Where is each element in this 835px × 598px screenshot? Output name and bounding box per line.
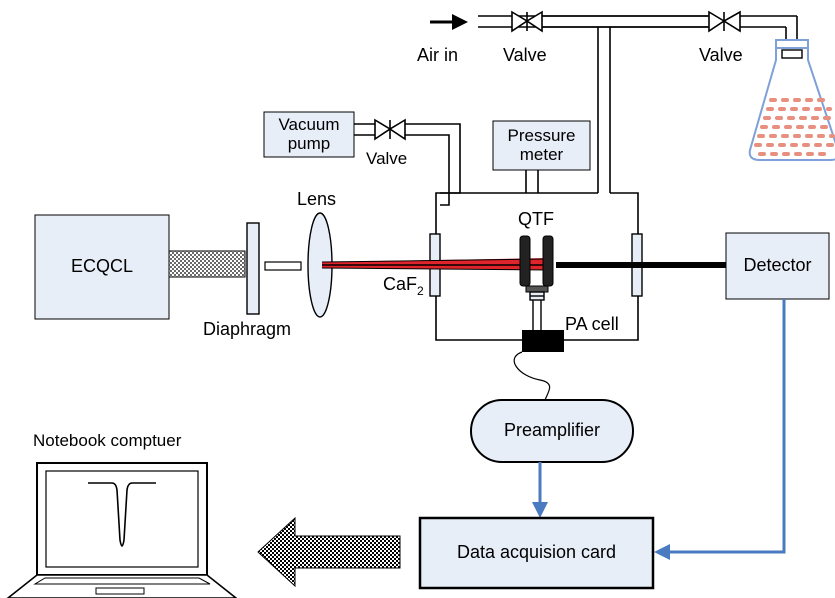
valve-label: Valve xyxy=(366,149,408,168)
vacuum-pump-label: Vacuum pump xyxy=(278,114,340,153)
microphone-block xyxy=(522,330,564,352)
hatched-arrow-icon xyxy=(257,516,401,588)
data-card-box xyxy=(418,516,655,590)
detector-box xyxy=(725,232,830,300)
laptop-icon xyxy=(6,462,238,598)
diaphragm-aperture xyxy=(264,261,302,271)
detector-label: Detector xyxy=(743,255,812,276)
lens-label: Lens xyxy=(297,189,337,209)
preamplifier-label: Preamplifier xyxy=(503,420,601,441)
diaphragm-plate xyxy=(246,222,260,315)
pa-cell-stand xyxy=(529,291,545,330)
qtf-icon xyxy=(519,235,554,293)
air-in-label: Air in xyxy=(417,45,459,65)
valve-icon xyxy=(708,10,741,33)
air-in-arrow-icon xyxy=(430,14,468,30)
focused-laser-beam xyxy=(321,258,549,271)
ecqcl-box xyxy=(34,214,170,320)
valve-icon xyxy=(374,118,406,141)
vacuum-pump-box xyxy=(263,111,355,158)
diaphragm-label: Diaphragm xyxy=(203,319,292,339)
qtf-label: QTF xyxy=(518,209,554,229)
signal-cable xyxy=(513,351,551,401)
ecqcl-label: ECQCL xyxy=(70,256,133,277)
signal-arrow-preamp xyxy=(532,462,548,518)
notebook-label: Notebook comptuer xyxy=(33,431,182,450)
pressure-meter-box xyxy=(492,120,591,171)
signal-arrow-detector xyxy=(654,299,786,560)
erlenmeyer-flask-icon xyxy=(748,39,835,161)
pressure-meter-label: Pressure meter xyxy=(507,125,576,164)
caf2-label: CaF2 xyxy=(383,274,424,298)
valve-label: Valve xyxy=(503,45,547,65)
data-card-label: Data acquision card xyxy=(456,542,617,563)
preamplifier-box xyxy=(470,399,634,463)
pa-cell-label: PA cell xyxy=(565,314,619,334)
cell-inlet-tubes xyxy=(597,27,611,193)
valve-icon xyxy=(511,10,543,33)
laser-output-beam xyxy=(168,250,246,278)
valve-label: Valve xyxy=(699,45,743,65)
